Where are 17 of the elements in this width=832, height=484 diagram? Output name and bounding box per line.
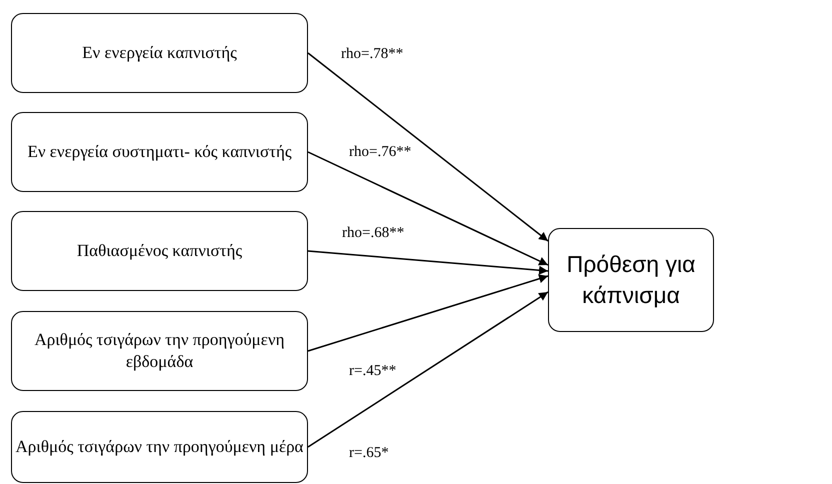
- arrow: [308, 250, 548, 275]
- predictor-box: [11, 112, 308, 192]
- outcome-box: [548, 228, 714, 332]
- predictor-box: [11, 411, 308, 483]
- node-text: Αριθμός τσιγάρων την προηγούμενη μέρα: [16, 436, 304, 458]
- node-text: Αριθμός τσιγάρων την προηγούμενη εβδομάδα: [33, 328, 286, 373]
- node-text: Εν ενεργεία καπνιστής: [82, 42, 237, 64]
- predictor-box: [11, 211, 308, 291]
- node-text: Παθιασμένος καπνιστής: [76, 240, 242, 262]
- node-text: Εν ενεργεία συστηματι- κός καπνιστής: [27, 140, 292, 163]
- node-text: Πρόθεση για κάπνισμα: [566, 250, 696, 310]
- arrow: [308, 52, 548, 242]
- arrow: [308, 274, 548, 352]
- predictor-box: [11, 311, 308, 391]
- predictor-box: [11, 13, 308, 93]
- arrow: [308, 151, 548, 266]
- arrow: [308, 291, 548, 448]
